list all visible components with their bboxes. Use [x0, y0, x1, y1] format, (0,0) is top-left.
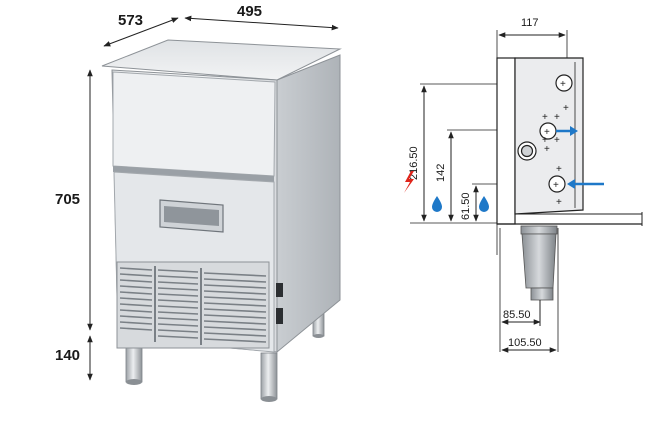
water-arrow-out	[556, 126, 578, 136]
svg-text:+: +	[554, 112, 560, 123]
water-drop-icon	[432, 196, 442, 212]
svg-text:+: +	[542, 135, 548, 146]
connection-fittings	[517, 74, 573, 193]
drain-pipe	[520, 225, 558, 301]
drain-height-dimension-label: 61.50	[460, 192, 472, 220]
svg-text:+: +	[556, 164, 562, 175]
connection-diagram: + + + + + + + + + + +	[410, 30, 643, 352]
svg-text:+: +	[542, 112, 548, 123]
svg-text:+: +	[554, 135, 560, 146]
right-dimensions	[421, 32, 566, 353]
depth-dimension-label: 573	[118, 12, 143, 29]
svg-text:+: +	[556, 197, 562, 208]
height-dimension-label: 705	[55, 191, 80, 208]
legs	[125, 309, 325, 402]
svg-text:+: +	[560, 79, 566, 90]
water-arrow-in	[567, 179, 604, 189]
legs-dimension-label: 140	[55, 347, 80, 364]
ice-machine-illustration	[101, 39, 342, 402]
svg-text:+: +	[544, 127, 550, 138]
svg-text:+: +	[563, 103, 569, 114]
ventilation-grille	[116, 261, 270, 349]
side-switches	[276, 283, 283, 324]
door-handle	[159, 199, 224, 233]
svg-text:+: +	[553, 180, 559, 191]
water-in-height-dimension-label: 142	[435, 164, 447, 182]
width-dimension-label: 495	[237, 3, 262, 20]
lightning-icon	[404, 171, 414, 193]
svg-text:+: +	[544, 144, 550, 155]
water-drop-icon	[479, 196, 489, 212]
drain-offset-dimension-label: 85.50	[503, 309, 531, 321]
total-offset-dimension-label: 105.50	[508, 337, 542, 349]
left-dimensions	[87, 15, 339, 381]
top-width-dimension-label: 117	[521, 17, 539, 29]
